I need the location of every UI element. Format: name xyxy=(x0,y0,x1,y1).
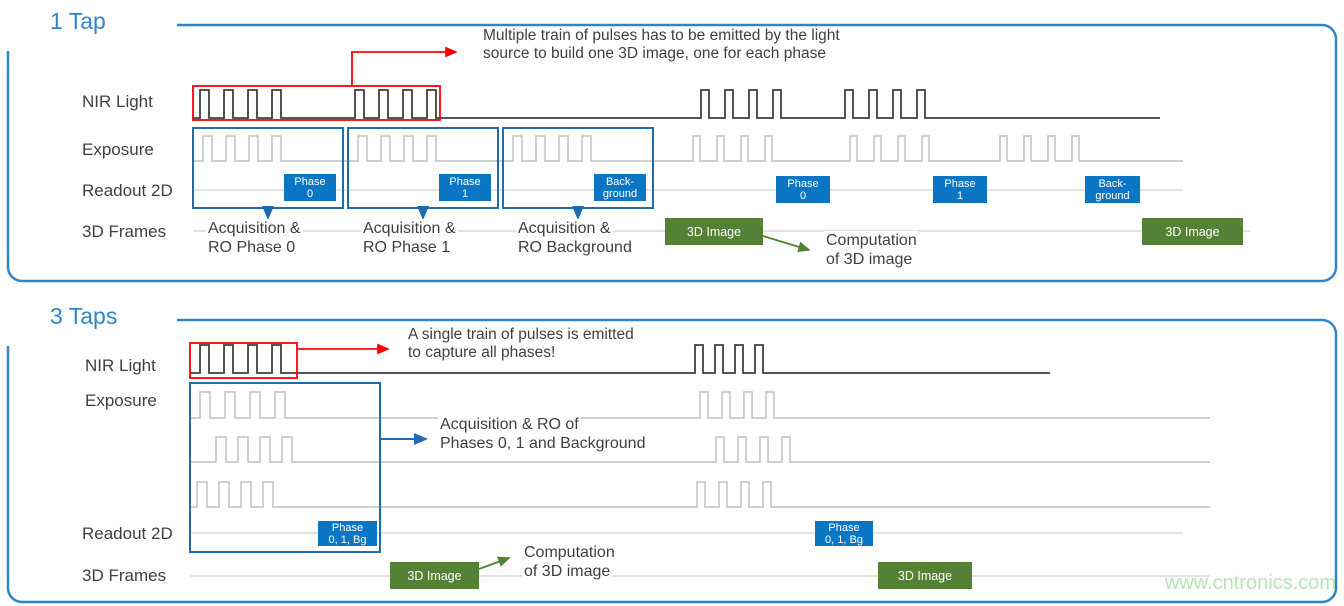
title-gap-3taps xyxy=(0,299,177,346)
acquisition-label-line: Acquisition & xyxy=(516,219,613,238)
readout-box-phase0-repeat: Phase 0 xyxy=(776,176,830,203)
panel-title-3taps: 3 Taps xyxy=(50,303,118,329)
nir-waveform-3taps xyxy=(190,344,1050,374)
acquisition-block-3taps xyxy=(189,382,381,553)
row-label-readout-3taps: Readout 2D xyxy=(82,524,173,543)
readout-box-line: 0, 1, Bg xyxy=(825,533,863,546)
readout-box-line: Phase xyxy=(449,175,481,188)
readout-box-phase-01bg-2: Phase 0, 1, Bg xyxy=(815,521,873,546)
acquisition-label-background: Acquisition & RO Background xyxy=(516,219,634,257)
acquisition-label-phase1: Acquisition & RO Phase 1 xyxy=(361,219,458,257)
readout-box-line: Phase xyxy=(944,177,976,190)
readout-box-line: ground xyxy=(1095,189,1130,202)
title-gap-1tap xyxy=(0,5,177,51)
acquisition-label-line: Acquisition & RO of xyxy=(438,415,581,434)
acquisition-label-phase0: Acquisition & RO Phase 0 xyxy=(206,219,303,257)
row-label-frames-3taps: 3D Frames xyxy=(82,566,167,585)
nir-highlight-rect-3taps xyxy=(189,342,298,379)
readout-box-line: ground xyxy=(602,187,638,200)
watermark: www.cntronics.com xyxy=(1164,572,1336,594)
computation-line: Computation xyxy=(522,543,617,562)
acquisition-label-line: Acquisition & xyxy=(361,219,458,238)
readout-box-phase1-repeat: Phase 1 xyxy=(933,176,987,203)
panel-border-3taps xyxy=(6,318,1338,604)
computation-arrow-1tap xyxy=(762,235,811,253)
computation-label-3taps: Computation of 3D image xyxy=(522,543,617,581)
tap1-exposure-waveform xyxy=(190,391,1210,419)
row-label-exposure-1tap: Exposure xyxy=(82,140,154,159)
annotation-1tap-line2: source to build one 3D image, one for ea… xyxy=(483,45,826,62)
exposure-waveform-1tap xyxy=(193,135,1183,162)
row-label-readout-1tap: Readout 2D xyxy=(82,181,173,200)
readout-box-line: 0 xyxy=(799,189,807,202)
readout-box-line: Phase xyxy=(787,177,819,190)
row-label-nir-light-1tap: NIR Light xyxy=(82,92,153,111)
annotation-1tap-line1: Multiple train of pulses has to be emitt… xyxy=(483,27,840,44)
frame-box-3d-image-2: 3D Image xyxy=(1142,218,1243,245)
tap3-exposure-waveform xyxy=(190,481,1210,508)
panel-border-1tap xyxy=(6,23,1338,283)
computation-label-1tap: Computation of 3D image xyxy=(824,231,919,269)
readout-box-phase0: Phase 0 xyxy=(284,174,336,201)
annotation-3taps-line2: to capture all phases! xyxy=(408,344,556,361)
computation-arrow-3taps xyxy=(478,556,511,570)
annotation-3taps: A single train of pulses is emitted to c… xyxy=(408,326,634,362)
readout-box-phase-01bg-1: Phase 0, 1, Bg xyxy=(318,521,377,546)
frame-box-3d-image-1: 3D Image xyxy=(665,218,763,245)
annotation-1tap: Multiple train of pulses has to be emitt… xyxy=(483,27,840,63)
tap2-exposure-waveform xyxy=(190,436,1210,463)
row-label-exposure-3taps: Exposure xyxy=(85,391,157,410)
acquisition-label-line: Acquisition & xyxy=(206,219,303,238)
readout-box-line: Phase xyxy=(331,521,364,534)
computation-line: of 3D image xyxy=(824,250,915,269)
acquisition-label-line: Phases 0, 1 and Background xyxy=(438,434,648,453)
readout-box-line: 1 xyxy=(461,187,469,200)
row-label-frames-1tap: 3D Frames xyxy=(82,222,167,241)
readout-box-background-repeat: Back- ground xyxy=(1085,176,1140,203)
readout-box-background: Back- ground xyxy=(594,174,646,201)
readout-box-line: Phase xyxy=(828,521,860,534)
nir-highlight-rect-1tap xyxy=(192,85,441,121)
acquisition-label-line: RO Phase 0 xyxy=(206,238,298,257)
frame-box-3d-image-4: 3D Image xyxy=(878,562,972,589)
acquisition-label-3taps: Acquisition & RO of Phases 0, 1 and Back… xyxy=(438,415,648,453)
panel-title-1tap: 1 Tap xyxy=(50,8,106,34)
frame-box-3d-image-3: 3D Image xyxy=(390,562,479,589)
acquisition-label-line: RO Background xyxy=(516,238,634,257)
readout-box-phase1: Phase 1 xyxy=(439,174,491,201)
readout-box-line: 0, 1, Bg xyxy=(328,533,367,546)
readout-box-line: Back- xyxy=(605,175,635,188)
readout-box-line: 1 xyxy=(956,189,964,202)
computation-line: Computation xyxy=(824,231,919,250)
readout-box-line: 0 xyxy=(306,187,314,200)
row-label-nir-light-3taps: NIR Light xyxy=(85,356,156,375)
annotation-3taps-line1: A single train of pulses is emitted xyxy=(408,326,634,343)
readout-box-line: Back- xyxy=(1098,177,1127,190)
computation-line: of 3D image xyxy=(522,562,613,581)
acquisition-label-line: RO Phase 1 xyxy=(361,238,453,257)
annotation-arrow-1tap xyxy=(351,46,458,86)
readout-box-line: Phase xyxy=(294,175,326,188)
nir-waveform-1tap xyxy=(193,89,1160,119)
